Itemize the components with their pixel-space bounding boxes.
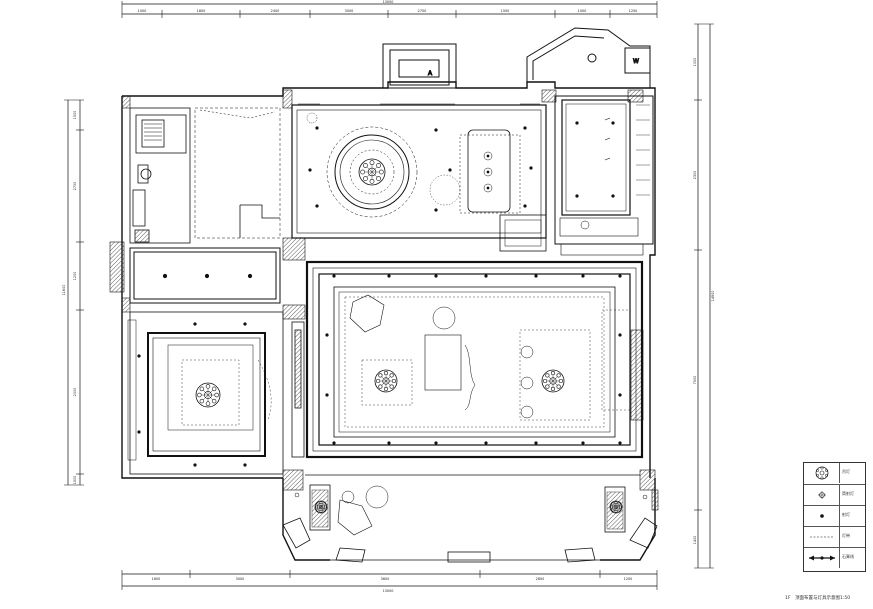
exterior-walls — [121, 81, 656, 561]
svg-text:1500: 1500 — [73, 476, 77, 485]
storage-tag: W — [633, 58, 639, 65]
dimension-top: 13000 1000 1600 2400 3000 2700 1500 1000… — [121, 0, 658, 18]
svg-text:1500: 1500 — [73, 111, 77, 120]
legend-label-strip: 灯带 — [842, 533, 850, 538]
dim-top-total: 13000 — [383, 0, 394, 4]
svg-text:1200: 1200 — [73, 272, 77, 281]
legend-label-downlight: 射灯 — [842, 512, 850, 517]
drawing-caption: 1F 顶面布置与灯具示意图1:50 — [785, 596, 851, 601]
dimension-right: 14900 1000 2300 7500 1400 — [693, 23, 715, 569]
dimension-bottom: 13000 1600 3000 3600 2800 1200 — [121, 570, 658, 593]
svg-text:2400: 2400 — [271, 9, 280, 13]
porch-tag: A — [428, 70, 433, 77]
recessed-spot-icon — [818, 491, 826, 499]
chandeliers-layer — [195, 158, 623, 514]
legend-label-chandelier: 吊灯 — [842, 469, 850, 474]
svg-text:2700: 2700 — [73, 182, 77, 191]
dining-room — [291, 103, 547, 252]
chandelier-icon — [815, 466, 829, 480]
kitchen — [554, 95, 654, 256]
svg-text:2000: 2000 — [73, 388, 77, 397]
chandelier-living-right-icon — [541, 369, 565, 393]
svg-text:1600: 1600 — [197, 9, 206, 13]
legend: 吊灯 筒射灯 射灯 灯带 — [803, 462, 866, 572]
wall-lamps — [483, 117, 611, 193]
strip-light-icon — [810, 536, 834, 538]
bathroom — [129, 107, 191, 244]
svg-text:1000: 1000 — [693, 58, 697, 67]
svg-text:2300: 2300 — [693, 171, 697, 180]
legend-label-plaster: 石膏线 — [842, 554, 854, 559]
bedroom — [127, 311, 284, 475]
dim-bottom-total: 13000 — [383, 589, 394, 593]
storage-strip — [129, 247, 281, 304]
legend-label-recessed: 筒射灯 — [842, 491, 854, 496]
chandelier-sunroom-right-icon — [609, 500, 623, 514]
dimension-left: 11600 1500 2700 1200 2000 1500 — [62, 99, 84, 486]
staircase — [194, 107, 281, 239]
structural-columns — [109, 89, 659, 511]
svg-text:3600: 3600 — [381, 577, 390, 581]
legend-row-strip: 灯带 — [804, 526, 865, 547]
svg-text:1200: 1200 — [624, 577, 633, 581]
svg-text:3000: 3000 — [236, 577, 245, 581]
corridor — [291, 321, 305, 458]
chandelier-sunroom-left-icon — [314, 500, 328, 514]
downlight-icon — [820, 514, 824, 518]
chandelier-bedroom-icon — [195, 382, 221, 408]
dim-left-total: 11600 — [62, 285, 66, 296]
svg-text:1600: 1600 — [152, 577, 161, 581]
dim-right-total: 14900 — [711, 291, 715, 302]
legend-row-recessed: 筒射灯 — [804, 484, 865, 505]
svg-text:2800: 2800 — [536, 577, 545, 581]
legend-row-chandelier: 吊灯 — [804, 463, 865, 484]
corner-bay: W — [526, 27, 651, 88]
entrance-porch: A — [382, 43, 457, 89]
svg-text:1000: 1000 — [138, 9, 147, 13]
svg-text:1200: 1200 — [629, 9, 638, 13]
svg-text:2700: 2700 — [418, 9, 427, 13]
svg-text:1500: 1500 — [501, 9, 510, 13]
chandelier-dining-icon — [358, 158, 386, 186]
living-room — [305, 260, 644, 459]
svg-text:1400: 1400 — [693, 536, 697, 545]
legend-row-plaster: 石膏线 — [804, 547, 865, 568]
svg-text:7500: 7500 — [693, 376, 697, 385]
legend-row-downlight: 射灯 — [804, 505, 865, 526]
chandelier-living-left-icon — [374, 369, 398, 393]
sunroom — [282, 484, 658, 563]
svg-text:3000: 3000 — [345, 9, 354, 13]
plaster-line-icon — [809, 555, 835, 561]
svg-text:1000: 1000 — [578, 9, 587, 13]
